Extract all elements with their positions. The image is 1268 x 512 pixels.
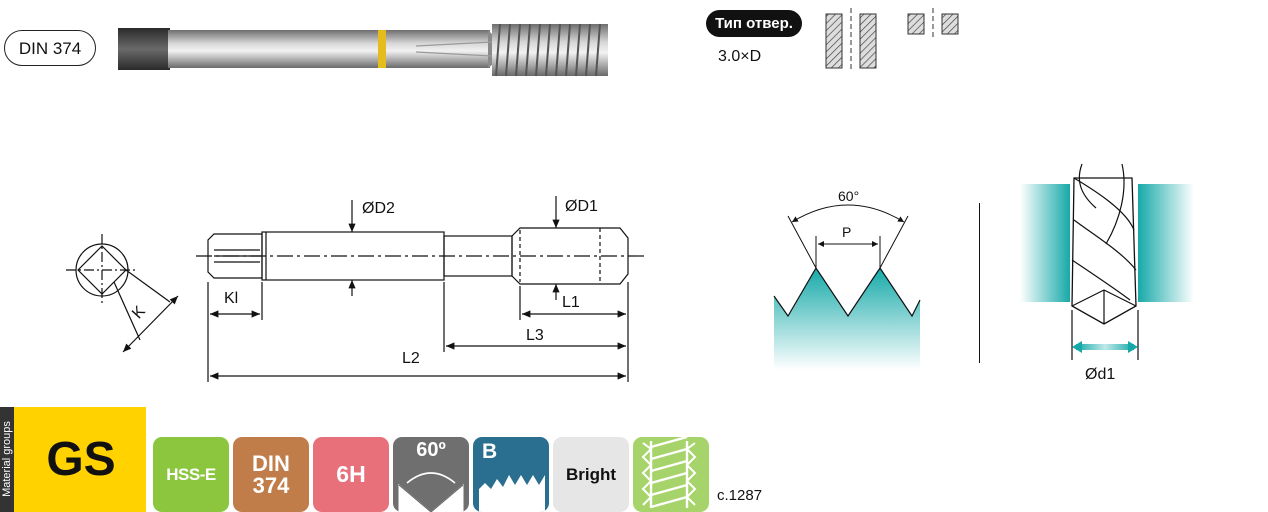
drill-diameter-label: Ød1 [1085,366,1116,383]
chamfer-form-icon [479,475,545,512]
thread-angle-tile: 60º [393,437,469,512]
through-hole-icon [907,8,959,40]
standard-pill: DIN 374 [4,30,96,66]
material-label: HSS-E [166,464,216,484]
drill-section [1020,163,1194,360]
coating-tile: Bright [553,437,629,512]
thread-angle-value: 60º [416,439,446,461]
thread-profile-outline [773,266,921,318]
tap-photo-ring [378,30,386,68]
section-divider [979,203,980,363]
bore-wall-left [1020,184,1070,302]
standard-tile-line2: 374 [252,472,290,498]
drill-diameter-bar [1076,344,1134,350]
thread-angle-label: 60° [838,188,860,204]
thread-angle-icon [398,483,464,512]
blind-hole-icon [825,8,877,70]
label-l1: L1 [562,294,580,311]
material-tile: HSS-E [153,437,229,512]
pitch-label: P [842,224,852,240]
hole-depth-ratio: 3.0×D [718,48,762,65]
tolerance-tile: 6H [313,437,389,512]
label-l3: L3 [526,327,544,344]
chamfer-form-tile: B [473,437,549,512]
drill-body [1071,177,1137,325]
material-groups-label-strip: Material groups [0,407,14,512]
label-d1: ØD1 [565,198,598,215]
tap-photo-square [118,28,170,70]
tap-photo-shank [168,30,490,68]
hole-type-badge: Тип отвер. [706,10,802,37]
flute-type-tile [633,437,709,512]
tap-thread-body [511,227,629,285]
bore-wall-right [1138,184,1194,302]
material-groups-label: Material groups [1,421,13,497]
label-l2: L2 [402,350,420,367]
label-d2: ØD2 [362,200,395,217]
thread-profile-fill [774,268,920,370]
page-reference: c.1287 [717,487,763,504]
tolerance-label: 6H [336,461,366,487]
coating-label: Bright [565,464,617,484]
chamfer-form-label: B [482,440,498,463]
standard-tile: DIN 374 [233,437,309,512]
tap-photo [118,23,608,77]
tap-drawing [66,196,644,382]
thread-profile [773,204,921,370]
label-kl: Kl [224,290,239,307]
material-group-block: Material groups GS [0,407,146,512]
standard-tile-line1: DIN [252,450,290,476]
material-group-code: GS [46,433,116,486]
spiral-flute-icon [641,437,697,509]
